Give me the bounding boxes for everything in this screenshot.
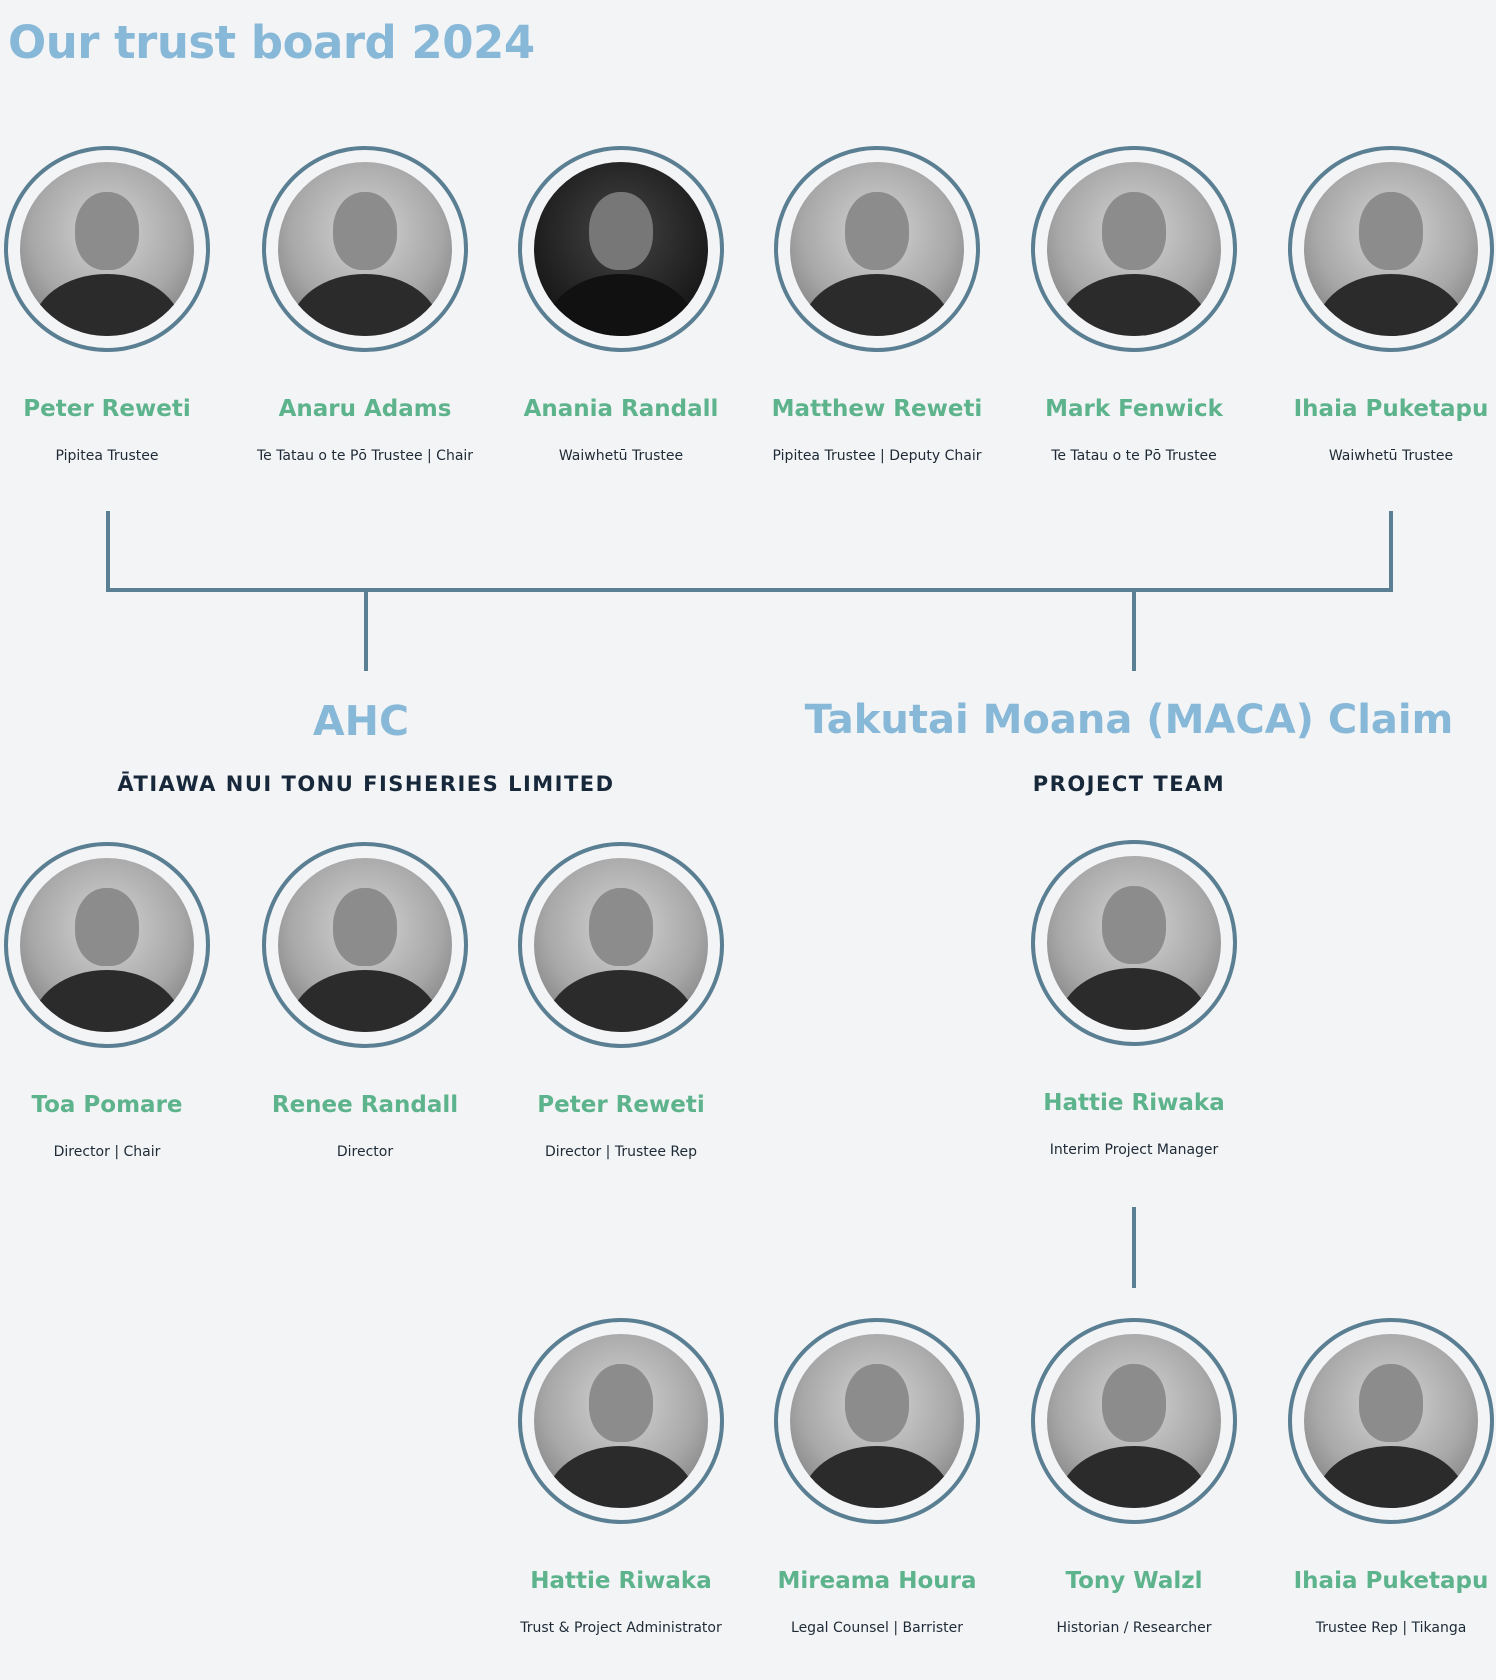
member-role: Trustee Rep | Tikanga xyxy=(1315,1620,1467,1636)
profile-photo xyxy=(790,162,964,336)
profile-photo-ring xyxy=(1031,146,1237,352)
board-member-card: Matthew Reweti Pipitea Trustee | Deputy … xyxy=(727,146,1027,464)
profile-photo-ring xyxy=(1031,840,1237,1046)
member-name: Peter Reweti xyxy=(23,396,191,422)
profile-photo xyxy=(1304,162,1478,336)
profile-photo xyxy=(534,1334,708,1508)
profile-photo xyxy=(278,162,452,336)
connector-line xyxy=(364,590,368,671)
profile-photo xyxy=(1047,162,1221,336)
maca-member-card: Mireama Houra Legal Counsel | Barrister xyxy=(727,1318,1027,1636)
maca-member-card: Hattie Riwaka Trust & Project Administra… xyxy=(471,1318,771,1636)
profile-photo xyxy=(20,162,194,336)
profile-photo-ring xyxy=(1031,1318,1237,1524)
member-name: Renee Randall xyxy=(271,1092,459,1118)
profile-photo xyxy=(1047,1334,1221,1508)
profile-photo xyxy=(278,858,452,1032)
member-name: Tony Walzl xyxy=(1065,1568,1203,1594)
member-role: Pipitea Trustee | Deputy Chair xyxy=(772,448,982,464)
connector-line xyxy=(1132,1207,1136,1288)
profile-photo-ring xyxy=(262,842,468,1048)
maca-member-card: Tony Walzl Historian / Researcher xyxy=(984,1318,1284,1636)
profile-photo xyxy=(534,858,708,1032)
maca-lead-card: Hattie Riwaka Interim Project Manager xyxy=(984,840,1284,1158)
profile-photo-ring xyxy=(774,1318,980,1524)
profile-photo xyxy=(790,1334,964,1508)
ahc-member-card: Peter Reweti Director | Trustee Rep xyxy=(471,842,771,1160)
profile-photo xyxy=(1304,1334,1478,1508)
profile-photo-ring xyxy=(1288,146,1494,352)
maca-member-card: Ihaia Puketapu Trustee Rep | Tikanga xyxy=(1241,1318,1496,1636)
member-name: Hattie Riwaka xyxy=(530,1568,712,1594)
ahc-member-card: Renee Randall Director xyxy=(215,842,515,1160)
board-member-card: Anaru Adams Te Tatau o te Pō Trustee | C… xyxy=(215,146,515,464)
profile-photo-ring xyxy=(4,842,210,1048)
profile-photo-ring xyxy=(518,146,724,352)
profile-photo-ring xyxy=(774,146,980,352)
ahc-title: AHC xyxy=(312,697,410,745)
member-name: Hattie Riwaka xyxy=(1043,1090,1225,1116)
connector-line xyxy=(1132,590,1136,671)
member-role: Director | Trustee Rep xyxy=(544,1144,698,1160)
member-role: Pipitea Trustee xyxy=(55,448,159,464)
member-role: Director | Chair xyxy=(53,1144,161,1160)
member-name: Ihaia Puketapu xyxy=(1293,1568,1489,1594)
member-role: Legal Counsel | Barrister xyxy=(791,1620,963,1636)
profile-photo-ring xyxy=(518,842,724,1048)
profile-photo xyxy=(20,858,194,1032)
ahc-subtitle: ĀTIAWA NUI TONU FISHERIES LIMITED xyxy=(117,772,615,796)
member-name: Mark Fenwick xyxy=(1045,396,1223,422)
board-member-card: Ihaia Puketapu Waiwhetū Trustee xyxy=(1241,146,1496,464)
member-name: Mireama Houra xyxy=(777,1568,977,1594)
maca-title: Takutai Moana (MACA) Claim xyxy=(804,697,1454,743)
member-role: Historian / Researcher xyxy=(1056,1620,1212,1636)
profile-photo-ring xyxy=(4,146,210,352)
member-name: Toa Pomare xyxy=(31,1092,183,1118)
connector-line xyxy=(1389,511,1393,592)
ahc-member-card: Toa Pomare Director | Chair xyxy=(0,842,257,1160)
member-role: Waiwhetū Trustee xyxy=(558,448,684,464)
profile-photo xyxy=(1047,856,1221,1030)
member-name: Anaru Adams xyxy=(278,396,452,422)
profile-photo-ring xyxy=(262,146,468,352)
board-member-card: Peter Reweti Pipitea Trustee xyxy=(0,146,257,464)
member-role: Trust & Project Administrator xyxy=(520,1620,722,1636)
member-role: Te Tatau o te Pō Trustee | Chair xyxy=(256,448,474,464)
page-title: Our trust board 2024 xyxy=(8,16,535,69)
member-name: Matthew Reweti xyxy=(771,396,983,422)
maca-subtitle: PROJECT TEAM xyxy=(1032,772,1226,796)
board-member-card: Anania Randall Waiwhetū Trustee xyxy=(471,146,771,464)
member-role: Waiwhetū Trustee xyxy=(1328,448,1454,464)
profile-photo-ring xyxy=(1288,1318,1494,1524)
member-role: Director xyxy=(336,1144,394,1160)
member-name: Peter Reweti xyxy=(537,1092,705,1118)
member-role: Te Tatau o te Pō Trustee xyxy=(1051,448,1217,464)
member-name: Anania Randall xyxy=(523,396,719,422)
board-member-card: Mark Fenwick Te Tatau o te Pō Trustee xyxy=(984,146,1284,464)
connector-line xyxy=(106,511,110,592)
connector-line xyxy=(106,588,1393,592)
profile-photo-ring xyxy=(518,1318,724,1524)
member-role: Interim Project Manager xyxy=(1049,1142,1219,1158)
member-name: Ihaia Puketapu xyxy=(1293,396,1489,422)
profile-photo xyxy=(534,162,708,336)
